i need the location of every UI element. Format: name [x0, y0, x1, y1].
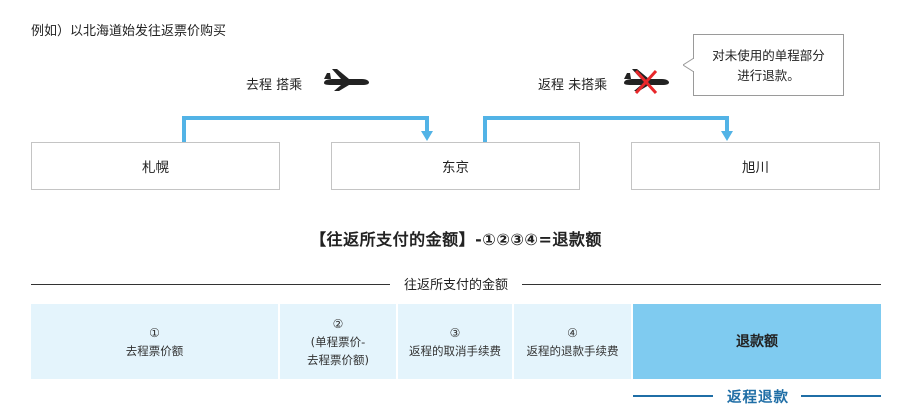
- refund-note-callout: 对未使用的单程部分 进行退款。: [693, 34, 844, 96]
- cell-number: ①: [149, 325, 160, 340]
- cell-number: ④: [567, 325, 578, 340]
- breakdown-cell-2: ② (单程票价- 去程票价额): [280, 304, 396, 379]
- breakdown-cell-1: ① 去程票价额: [31, 304, 278, 379]
- inbound-label: 返程 未搭乘: [538, 78, 608, 93]
- inbound-route-arrow: [483, 116, 729, 142]
- cell-text: (单程票价-: [310, 334, 366, 349]
- return-refund-line-right: [801, 395, 881, 397]
- return-refund-label: 返程退款: [727, 390, 789, 406]
- city-box-tokyo: 东京: [331, 142, 580, 190]
- callout-line-2: 进行退款。: [737, 68, 800, 83]
- callout-tail-join: [693, 59, 695, 71]
- cell-text: 返程的退款手续费: [526, 343, 619, 358]
- outbound-label: 去程 搭乘: [246, 78, 303, 93]
- cell-text: 返程的取消手续费: [409, 343, 501, 358]
- cell-number: ②: [332, 316, 344, 331]
- airplane-cancelled-icon: [624, 69, 669, 94]
- refund-formula: 【往返所支付的金额】-①②③④=退款额: [310, 230, 602, 249]
- breakdown-cell-3: ③ 返程的取消手续费: [398, 304, 512, 379]
- refund-amount-cell: 退款额: [633, 304, 881, 379]
- breakdown-cell-4: ④ 返程的退款手续费: [514, 304, 631, 379]
- cell-text: 去程票价额: [125, 343, 184, 358]
- city-box-sapporo: 札幌: [31, 142, 280, 190]
- example-caption: 例如）以北海道始发往返票价购买: [31, 24, 227, 39]
- cell-text: 去程票价额): [307, 352, 369, 367]
- cell-number: ③: [449, 325, 461, 340]
- outbound-arrowhead: [421, 131, 433, 141]
- total-label: 往返所支付的金额: [389, 278, 522, 293]
- callout-line-1: 对未使用的单程部分: [712, 48, 825, 63]
- inbound-arrowhead: [721, 131, 733, 141]
- airplane-icon: [324, 69, 369, 91]
- return-refund-line-left: [633, 395, 713, 397]
- total-label-row: 往返所支付的金额: [0, 274, 912, 293]
- outbound-route-arrow: [182, 116, 429, 142]
- city-box-asahikawa: 旭川: [631, 142, 880, 190]
